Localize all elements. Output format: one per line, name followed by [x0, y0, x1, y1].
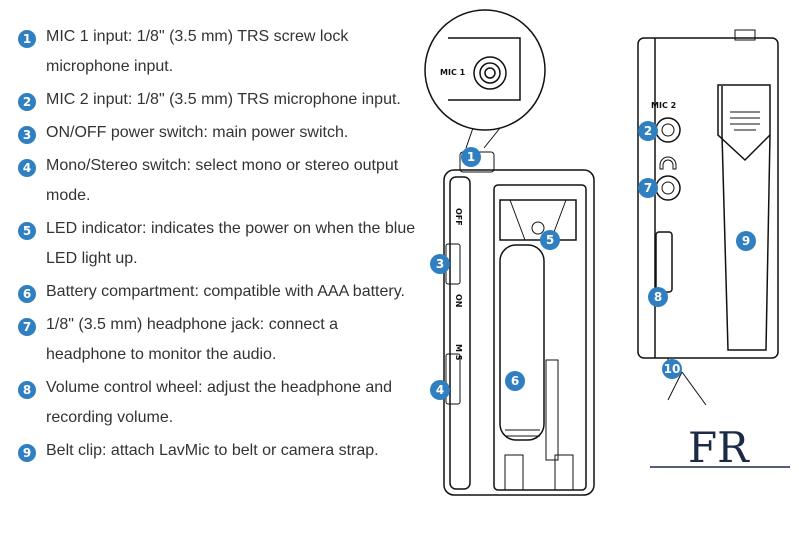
feature-legend: 1 MIC 1 input: 1/8" (3.5 mm) TRS screw lo…: [18, 28, 418, 475]
callout-9: 9: [736, 231, 756, 251]
logo-text: FR: [688, 423, 750, 472]
device-rear-view: MIC 2: [637, 29, 779, 406]
callout-5: 5: [540, 230, 560, 250]
legend-item-3: 3 ON/OFF power switch: main power switch.: [18, 124, 418, 148]
svg-text:4: 4: [436, 383, 444, 397]
number-badge: 8: [18, 381, 36, 399]
off-label: OFF: [454, 208, 463, 226]
legend-text: Mono/Stereo switch: select mono or stere…: [46, 157, 399, 204]
callout-2: 2: [638, 121, 658, 141]
legend-text: Battery compartment: compatible with AAA…: [46, 283, 405, 300]
callout-1: 1: [461, 147, 481, 167]
number-badge: 6: [18, 285, 36, 303]
legend-item-1: 1 MIC 1 input: 1/8" (3.5 mm) TRS screw lo…: [18, 28, 418, 82]
callout-4: 4: [430, 380, 450, 400]
legend-text: Volume control wheel: adjust the headpho…: [46, 379, 393, 426]
legend-item-7: 7 1/8" (3.5 mm) headphone jack: connect a…: [18, 316, 418, 370]
legend-item-6: 6 Battery compartment: compatible with AA…: [18, 283, 418, 307]
number-badge: 5: [18, 222, 36, 240]
legend-item-2: 2 MIC 2 input: 1/8" (3.5 mm) TRS micropho…: [18, 91, 418, 115]
number-badge: 9: [18, 444, 36, 462]
number-badge: 1: [18, 30, 36, 48]
svg-text:6: 6: [511, 374, 519, 388]
number-badge: 4: [18, 159, 36, 177]
svg-text:9: 9: [742, 234, 750, 248]
legend-item-9: 9 Belt clip: attach LavMic to belt or cam…: [18, 442, 418, 466]
mic1-label: MIC 1: [440, 68, 466, 77]
svg-text:10: 10: [664, 362, 681, 376]
number-badge: 2: [18, 93, 36, 111]
legend-item-8: 8 Volume control wheel: adjust the headph…: [18, 379, 418, 433]
legend-text: MIC 1 input: 1/8" (3.5 mm) TRS screw loc…: [46, 28, 349, 75]
svg-text:2: 2: [644, 124, 652, 138]
number-badge: 7: [18, 318, 36, 336]
callout-10: 10: [662, 359, 682, 379]
legend-text: LED indicator: indicates the power on wh…: [46, 220, 416, 267]
legend-text: Belt clip: attach LavMic to belt or came…: [46, 442, 379, 459]
mono-stereo-label: M S: [454, 344, 463, 361]
legend-item-4: 4 Mono/Stereo switch: select mono or ster…: [18, 157, 418, 211]
svg-text:1: 1: [467, 150, 475, 164]
callout-7: 7: [638, 178, 658, 198]
svg-text:3: 3: [436, 257, 444, 271]
callout-8: 8: [648, 287, 668, 307]
svg-text:8: 8: [654, 290, 662, 304]
legend-text: ON/OFF power switch: main power switch.: [46, 124, 349, 141]
mic1-zoom-detail: MIC 1: [424, 9, 546, 149]
callout-3: 3: [430, 254, 450, 274]
brand-logo: FR: [650, 423, 790, 472]
mic2-label: MIC 2: [651, 101, 676, 110]
svg-text:7: 7: [644, 181, 652, 195]
number-badge: 3: [18, 126, 36, 144]
on-label: ON: [454, 294, 463, 308]
callout-6: 6: [505, 371, 525, 391]
device-front-view: OFF ON M S: [443, 151, 595, 496]
legend-text: 1/8" (3.5 mm) headphone jack: connect a …: [46, 316, 339, 363]
svg-text:5: 5: [546, 233, 554, 247]
legend-item-5: 5 LED indicator: indicates the power on w…: [18, 220, 418, 274]
legend-text: MIC 2 input: 1/8" (3.5 mm) TRS microphon…: [46, 91, 401, 108]
